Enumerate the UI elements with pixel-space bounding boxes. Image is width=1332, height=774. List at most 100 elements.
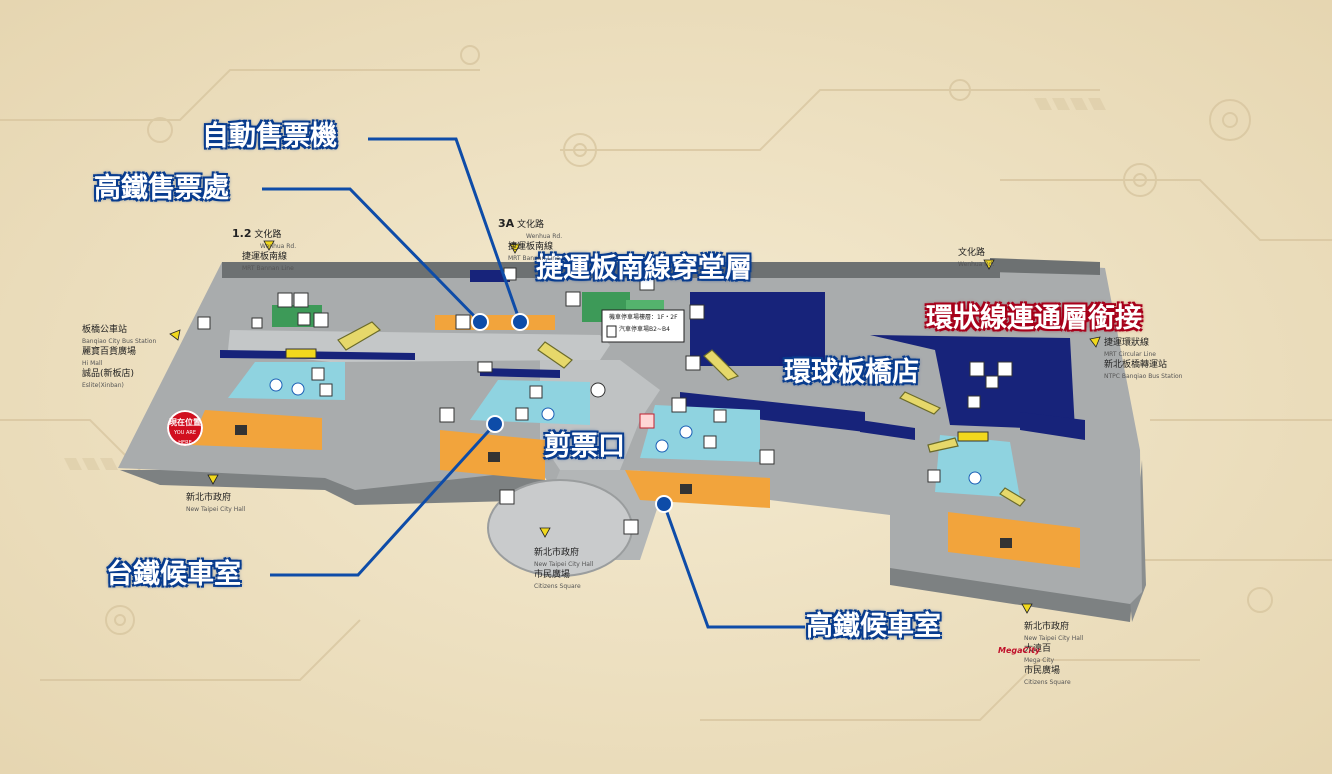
callout-hsr-ticket-office: 高鐵售票處 [94,173,229,204]
waiting-room-icon-3 [680,484,692,494]
gate-icon-7 [590,382,606,398]
you-are-here-sub: YOU ARE HERE [173,430,197,446]
you-are-here-marker: 現在位置 YOU ARE HERE [167,410,203,446]
escalator-icon-11 [639,277,655,291]
left-group-item-3: 誠品(新板店) [82,369,135,379]
leader-lines [262,137,805,629]
gate-icon-2 [291,382,305,396]
callout-mrt-bannan-concourse: 捷運板南線穿堂層 [536,253,752,284]
megacity-logo: MegaCity [998,646,1041,655]
escalator-icon-6 [713,409,727,423]
exit-sign-icon-2 [957,431,989,442]
parking-info-text: 機車停車場樓層：1F・2F 汽車停車場B2~B4 [607,312,678,336]
escalator-icon [313,312,329,328]
gate-icon-3 [541,407,555,421]
left-group-item-2: 麗寶百貨廣場 [82,347,137,357]
exit-sign-right: 文化路 Wenhua Rd. [944,248,994,270]
waiting-room-icon [235,425,247,435]
exit-sign-3a: 3A 文化路 Wenhua Rd. 捷運板南線 MRT Bannan Line [498,218,562,264]
exit-sign-bottom-center: 新北市政府 New Taipei City Hall 市民廣場 Citizens… [534,548,593,592]
elevator-icon [277,292,293,308]
platform-zones [220,270,1085,440]
bottom-center-name-en: New Taipei City Hall [534,561,594,568]
exit-12-line-en: MRT Bannan Line [242,265,294,272]
escalator-icon-4 [529,385,543,399]
callout-ticket-machine: 自動售票機 [202,121,337,152]
exit-sign-bottom-left: 新北市政府 New Taipei City Hall [186,493,245,515]
floor-slab [118,258,1146,622]
stairs-icon-2 [671,397,687,413]
parking-info-line-1: 機車停車場樓層：1F・2F [609,314,678,321]
right-group-item-1: 捷運環狀線 [1104,338,1150,348]
gate-icon [269,378,283,392]
escalators [337,321,1026,507]
wheelchair-icon [297,312,311,326]
background-stripes [64,98,1106,470]
parking-info-box [601,309,685,343]
info-icon [455,314,471,330]
left-group-item-1: 板橋公車站 [82,325,128,335]
exit-right-name: 文化路 [958,248,986,258]
exit-12-number: 1.2 [232,227,252,240]
exit-12-name: 文化路 [254,230,282,240]
left-group-item-3-en: Eslite(Xinban) [82,382,124,389]
gate-icon-4 [679,425,693,439]
phone-icon [251,317,263,329]
bottom-right-name2: 大遠百 [1024,644,1052,654]
right-group-item-2-en: NTPC Banqiao Bus Station [1104,373,1183,380]
exit-3a-line-en: MRT Bannan Line [508,255,560,262]
exit-sign-bottom-right: 新北市政府 New Taipei City Hall 大遠百 Mega City… [1024,622,1083,688]
stairs-icon [689,304,705,320]
background-circuit-decoration [0,45,1332,721]
escalator-icon-7 [703,435,717,449]
bottom-center-name2: 市民廣場 [534,570,571,580]
bottom-left-name: 新北市政府 [186,493,232,503]
bottom-right-name3-en: Citizens Square [1024,679,1071,686]
exit-3a-name: 文化路 [517,220,545,230]
exit-12-line: 捷運板南線 [242,252,288,262]
ticket-gate-zones [228,362,1020,498]
callout-ticket-gate: 剪票口 [544,431,625,462]
atm-icon [197,316,211,330]
leader-dots [471,313,673,513]
car-icon [477,361,493,373]
escalator-icon-5 [515,407,529,421]
callout-hsr-waiting-room: 高鐵候車室 [806,611,941,642]
callout-global-mall: 環球板橋店 [784,357,919,388]
exit-arrows [169,240,1101,614]
wheelchair-icon-2 [985,375,999,389]
elevator-icon-2 [565,291,581,307]
bottom-right-name3: 市民廣場 [1024,666,1061,676]
elevator-icon-4 [685,355,701,371]
gate-icon-5 [655,439,669,453]
bottom-right-name2-en: Mega City [1024,657,1055,664]
exit-3a-name-en: Wenhua Rd. [526,233,563,240]
toilet-icon [293,292,309,308]
escalator-icon-3 [319,383,333,397]
waiting-room-icon-2 [488,452,500,462]
stairs-icon-3 [623,519,639,535]
escalator-icon-2 [311,367,325,381]
bottom-right-name: 新北市政府 [1024,622,1070,632]
left-group-item-1-en: Banqiao City Bus Station [82,338,157,345]
toilet-icon-3 [759,449,775,465]
bottom-left-name-en: New Taipei City Hall [186,506,246,513]
callout-tra-waiting-room: 台鐵候車室 [106,559,241,590]
info-icon-2 [639,413,655,429]
parking-icon [499,489,515,505]
facility-icons [197,267,1013,548]
exit-3a-number: 3A [498,217,515,230]
callout-circular-line-link: 環狀線連通層銜接 [926,303,1142,334]
exit-group-right: 捷運環狀線 MRT Circular Line 新北板橋轉運站 NTPC Ban… [1104,338,1182,382]
elevator-icon-3 [997,361,1013,377]
bottom-center-name2-en: Citizens Square [534,583,581,590]
escalator-icon-8 [967,395,981,409]
escalator-icon-9 [927,469,941,483]
you-are-here-label: 現在位置 [169,418,201,427]
left-group-item-2-en: Hi Mall [82,360,103,367]
exit-group-left: 板橋公車站 Banqiao City Bus Station 麗寶百貨廣場 Hi… [82,325,156,391]
bottom-right-name-en: New Taipei City Hall [1024,635,1084,642]
gate-icon-6 [968,471,982,485]
toilet-icon-4 [969,361,985,377]
